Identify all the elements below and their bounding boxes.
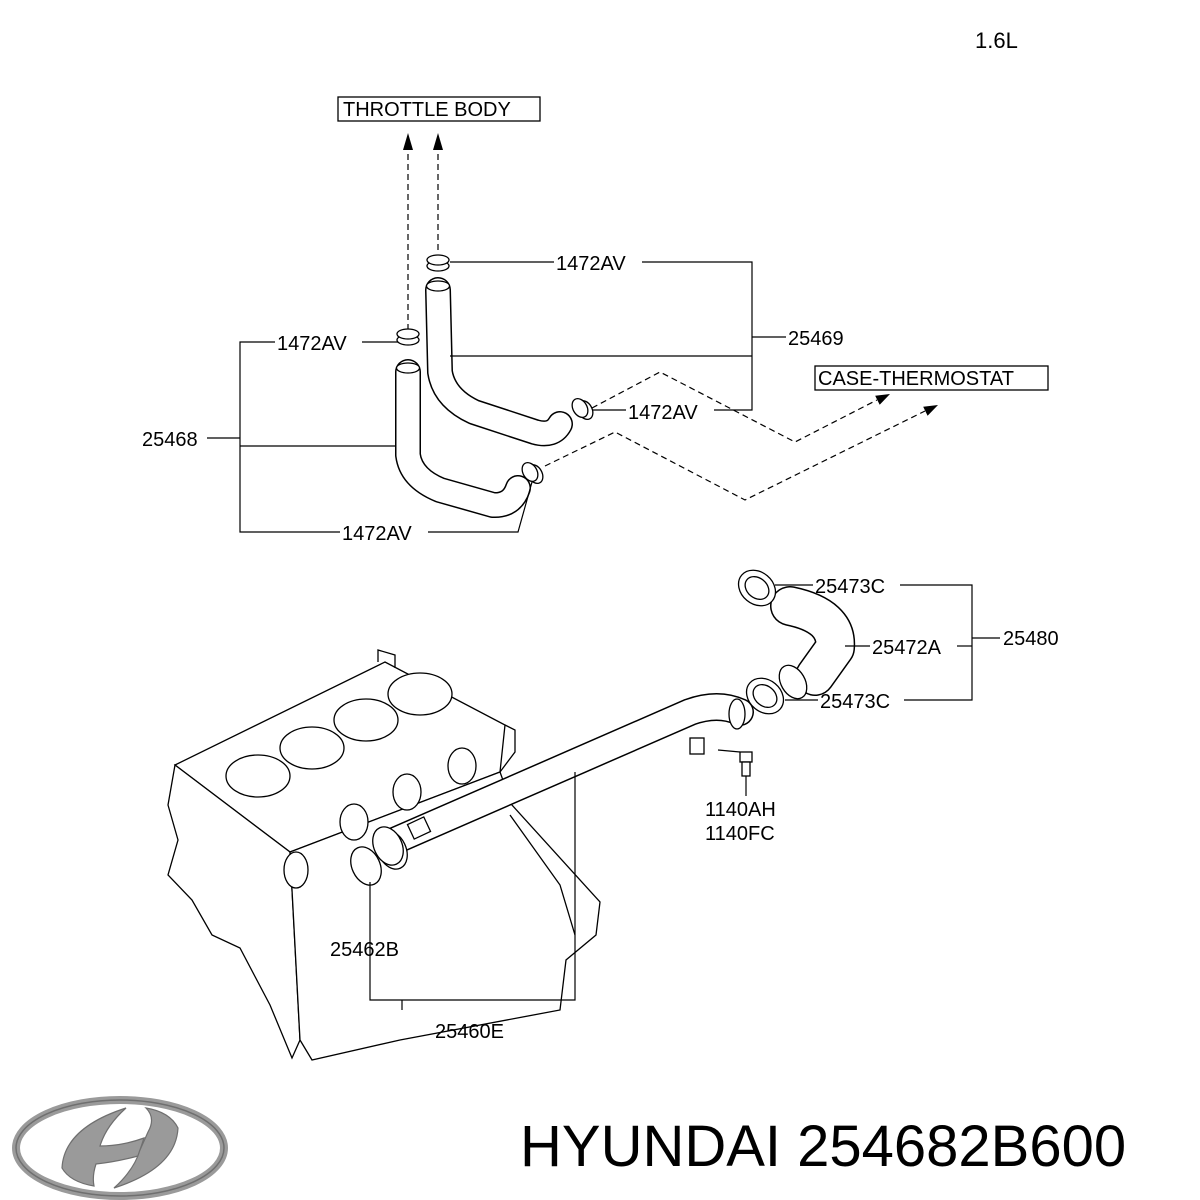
label-clamp-right: 1472AV — [628, 402, 698, 424]
label-elbow-hose: 25472A — [872, 637, 942, 659]
case-thermostat-arrows — [544, 371, 938, 501]
clamp-25473c-top — [737, 569, 777, 607]
label-hose-upper: 25469 — [788, 328, 844, 350]
label-clamp-lower-outlet: 25473C — [820, 691, 890, 713]
water-pipe-25460e — [372, 693, 754, 870]
clamp-left — [396, 328, 420, 346]
upper-leader-lines — [207, 261, 786, 533]
label-pipe: 25460E — [435, 1021, 504, 1043]
clamp-bottom — [521, 462, 544, 484]
elbow-hose-25472a — [770, 586, 856, 700]
clamp-top — [426, 254, 450, 272]
throttle-body-arrows — [403, 133, 443, 330]
label-gasket: 25462B — [330, 939, 399, 961]
clamp-25473c-bottom — [745, 677, 785, 715]
case-thermostat-label: CASE-THERMOSTAT — [818, 368, 1014, 390]
clamp-right — [571, 398, 594, 420]
engine-size-label: 1.6L — [975, 28, 1018, 53]
hose-25469 — [425, 277, 573, 447]
label-bolt-b: 1140FC — [705, 823, 775, 845]
gasket-ring — [350, 846, 382, 886]
part-number-caption: HYUNDAI 254682B600 — [520, 1114, 1126, 1179]
label-clamp-bottom: 1472AV — [342, 523, 412, 545]
case-thermostat-callout: CASE-THERMOSTAT — [814, 365, 1049, 391]
label-clamp-left: 1472AV — [277, 333, 347, 355]
label-assembly: 25480 — [1003, 628, 1059, 650]
hose-25468 — [395, 359, 531, 519]
label-hose-lower: 25468 — [142, 429, 198, 451]
label-clamp-upper-outlet: 25473C — [815, 576, 885, 598]
throttle-body-label: THROTTLE BODY — [343, 99, 511, 121]
engine-block — [167, 649, 601, 1061]
bolt — [717, 749, 753, 777]
hyundai-logo-icon — [12, 1096, 228, 1200]
throttle-body-callout: THROTTLE BODY — [337, 96, 541, 122]
lower-leader-lines — [369, 584, 1000, 1010]
label-clamp-top: 1472AV — [556, 253, 626, 275]
label-bolt-a: 1140AH — [705, 799, 776, 821]
